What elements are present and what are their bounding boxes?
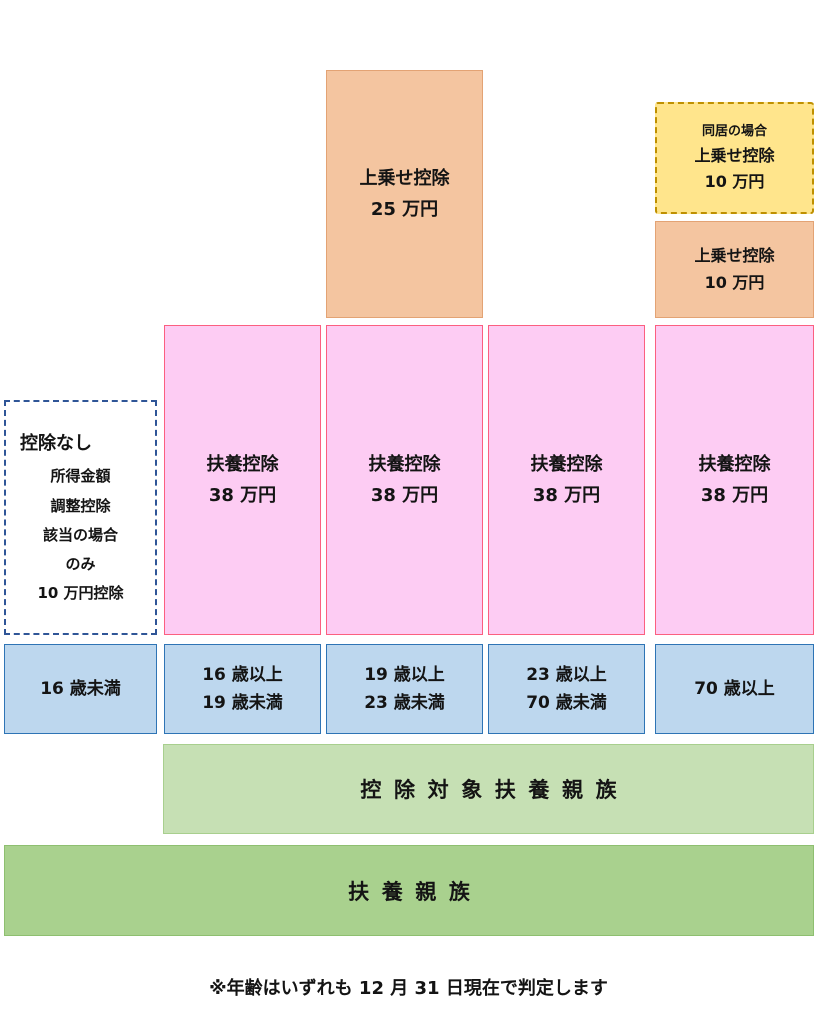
extra-deduction-10-box: 上乗せ控除 10 万円 <box>655 221 814 318</box>
deduction-38-line1: 扶養控除 <box>206 453 279 475</box>
cohabiting-extra-line1: 上乗せ控除 <box>694 145 775 165</box>
age-group-label: 70 歳未満 <box>526 693 607 713</box>
deduction-38-line2: 38 万円 <box>370 485 439 506</box>
age-group-label: 19 歳未満 <box>202 693 283 713</box>
cohabiting-extra-line2: 10 万円 <box>704 172 765 192</box>
deduction-38-line2: 38 万円 <box>208 485 277 506</box>
deduction-38-box-age23-70: 扶養控除 38 万円 <box>488 325 645 635</box>
dependents-band: 扶養親族 <box>4 845 814 936</box>
no-deduction-box: 控除なし 所得金額 調整控除 該当の場合 のみ 10 万円控除 <box>4 400 157 635</box>
extra-deduction-10-line1: 上乗せ控除 <box>694 246 775 266</box>
eligible-dependents-band: 控除対象扶養親族 <box>163 744 814 834</box>
deduction-38-box-age70: 扶養控除 38 万円 <box>655 325 814 635</box>
age-group-over70: 70 歳以上 <box>655 644 814 734</box>
deduction-38-line2: 38 万円 <box>700 485 769 506</box>
age-group-label: 16 歳未満 <box>40 678 121 699</box>
cohabiting-extra-deduction-box: 同居の場合 上乗せ控除 10 万円 <box>655 102 814 214</box>
age-group-19-23: 19 歳以上 23 歳未満 <box>326 644 483 734</box>
age-group-16-19: 16 歳以上 19 歳未満 <box>164 644 321 734</box>
deduction-38-line2: 38 万円 <box>532 485 601 506</box>
eligible-dependents-label: 控除対象扶養親族 <box>360 778 630 802</box>
age-group-label: 23 歳以上 <box>526 664 607 685</box>
no-deduction-title: 控除なし <box>20 433 92 455</box>
deduction-38-line1: 扶養控除 <box>698 453 771 475</box>
age-group-label: 70 歳以上 <box>694 678 775 699</box>
age-group-label: 19 歳以上 <box>364 664 445 685</box>
no-deduction-line: 所得金額 <box>50 467 111 486</box>
deduction-38-line1: 扶養控除 <box>530 453 603 475</box>
age-group-label: 23 歳未満 <box>364 693 445 713</box>
age-group-23-70: 23 歳以上 70 歳未満 <box>488 644 645 734</box>
age-group-label: 16 歳以上 <box>202 664 283 685</box>
no-deduction-line: 調整控除 <box>50 496 111 515</box>
cohabiting-note: 同居の場合 <box>701 123 767 139</box>
deduction-38-box-age19-23: 扶養控除 38 万円 <box>326 325 483 635</box>
age-group-under16: 16 歳未満 <box>4 644 157 734</box>
no-deduction-line: のみ <box>65 555 96 574</box>
extra-deduction-25-box: 上乗せ控除 25 万円 <box>326 70 483 318</box>
no-deduction-line: 10 万円控除 <box>37 584 124 603</box>
extra-deduction-25-line1: 上乗せ控除 <box>359 167 450 189</box>
deduction-38-line1: 扶養控除 <box>368 453 441 475</box>
extra-deduction-10-line2: 10 万円 <box>704 272 765 292</box>
deduction-38-box-age16-19: 扶養控除 38 万円 <box>164 325 321 635</box>
extra-deduction-25-line2: 25 万円 <box>370 199 439 220</box>
age-determination-footnote: ※年齢はいずれも 12 月 31 日現在で判定します <box>209 978 608 999</box>
dependents-label: 扶養親族 <box>348 879 483 904</box>
no-deduction-line: 該当の場合 <box>42 525 118 544</box>
